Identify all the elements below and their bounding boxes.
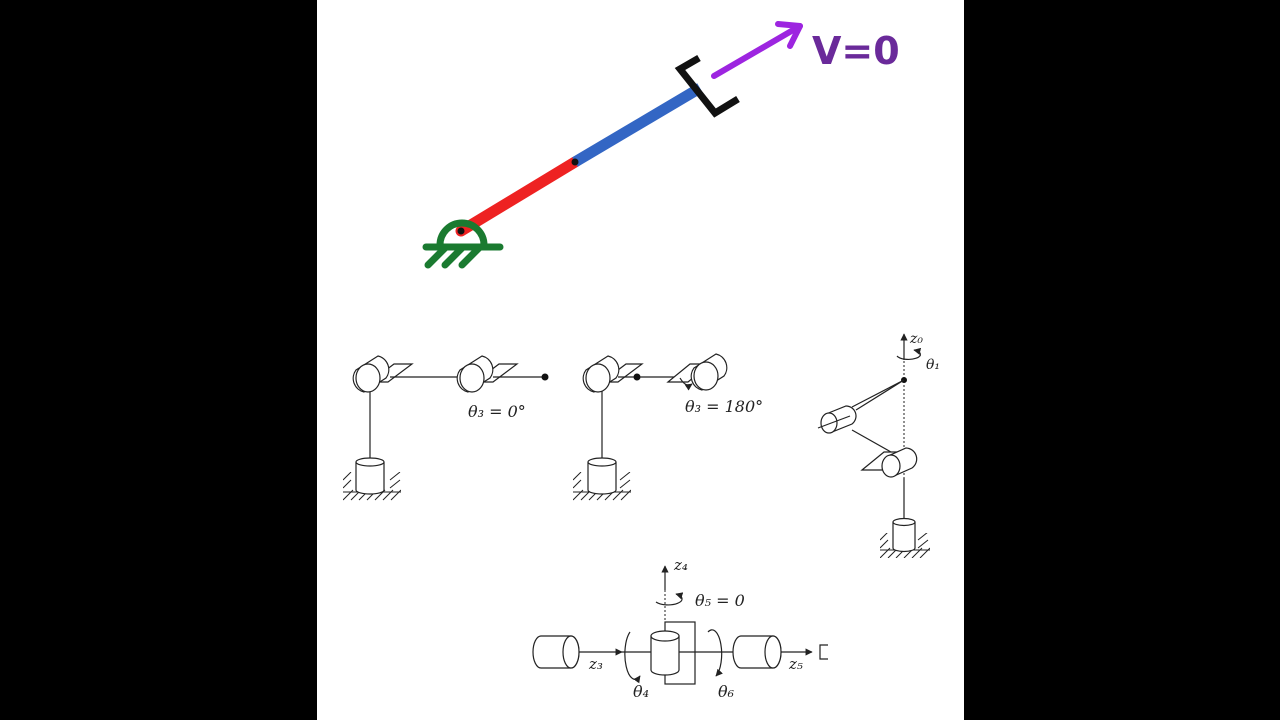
arm-config-base-rotation: z₀ θ₁ (817, 331, 940, 558)
velocity-arrow (711, 21, 803, 79)
theta1-rotation-icon (896, 347, 922, 360)
arm-config-theta3-0: θ₃ = 0° (343, 355, 549, 501)
theta4-label: θ₄ (633, 682, 649, 701)
red-link (455, 156, 581, 237)
theta5-rotation-icon (655, 592, 684, 606)
arm-config-theta3-180: θ₃ = 180° (573, 353, 763, 501)
end-point (633, 373, 641, 381)
z4-axis-label: z₄ (673, 556, 688, 574)
gripper-icon (819, 644, 828, 660)
theta6-label: θ₆ (718, 682, 735, 701)
middle-joint-pin (571, 158, 579, 166)
theta6-rotation-icon (707, 629, 723, 677)
theta4-rotation-icon (624, 631, 641, 684)
z0-axis-label: z₀ (909, 331, 923, 347)
theta3-zero-label: θ₃ = 0° (468, 402, 526, 421)
velocity-label: V=0 (812, 29, 900, 73)
spherical-wrist-diagram: z₄ θ₅ = 0 z₃ θ₄ θ₆ z₅ (532, 556, 828, 701)
left-letterbox (0, 0, 317, 720)
right-letterbox (964, 0, 1280, 720)
base-cylinder (892, 522, 916, 553)
theta3-180-label: θ₃ = 180° (685, 397, 763, 416)
z5-axis-label: z₅ (788, 655, 803, 673)
blue-link (572, 83, 703, 167)
z3-axis-label: z₃ (588, 655, 603, 673)
colored-arm-diagram: V=0 (422, 21, 900, 269)
wrist-cylinder-center (650, 636, 680, 676)
gripper-icon (674, 54, 740, 118)
ground-joint-icon (422, 219, 504, 269)
base-cylinder (587, 462, 617, 495)
theta1-label: θ₁ (926, 357, 940, 373)
end-point (541, 373, 549, 381)
base-cylinder (355, 462, 385, 495)
base-joint-pin (457, 227, 465, 235)
theta5-label: θ₅ = 0 (695, 591, 745, 610)
